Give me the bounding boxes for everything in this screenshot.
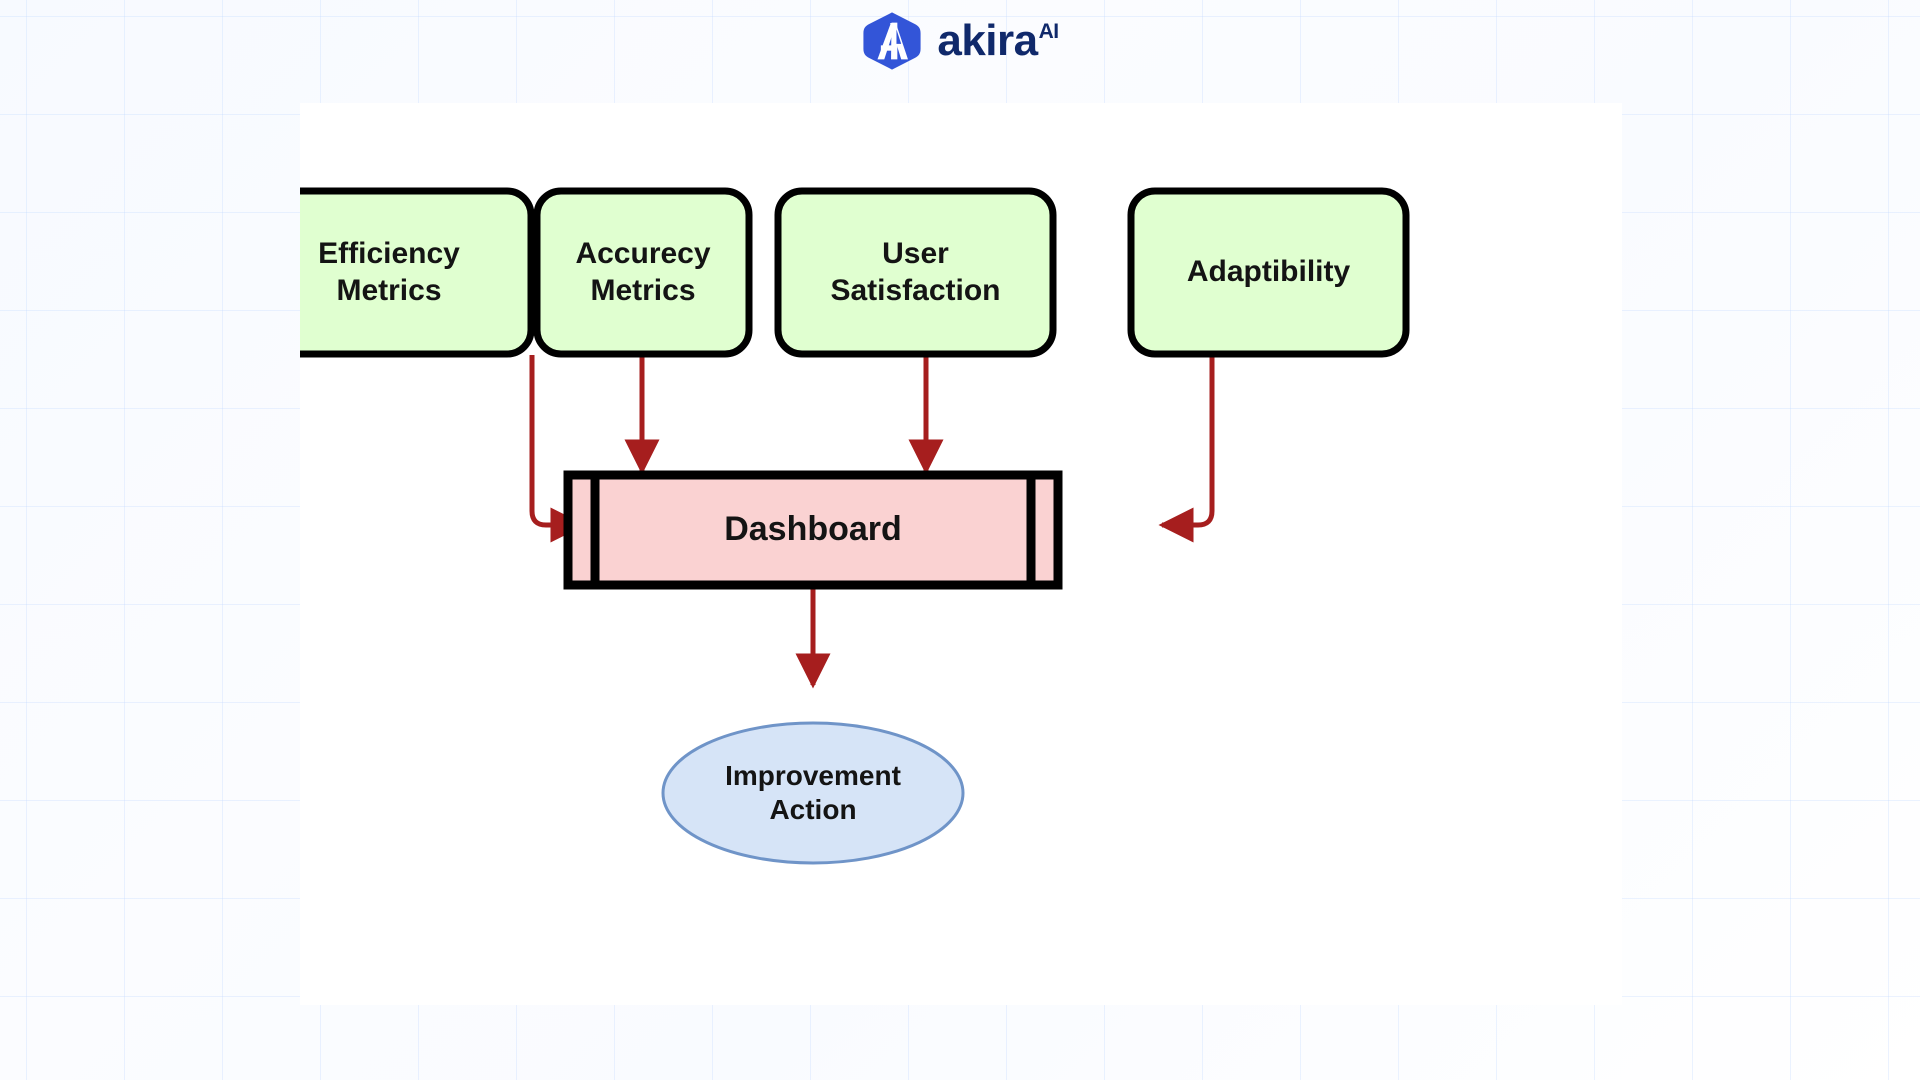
brand-header: akira AI	[0, 6, 1920, 76]
node-accuracy-metrics[interactable]	[533, 187, 753, 358]
akira-hexagon-logo-icon	[863, 12, 921, 70]
brand-superscript: AI	[1038, 20, 1060, 43]
node-adaptibility[interactable]	[1127, 187, 1410, 358]
node-improvement-action[interactable]	[661, 721, 965, 865]
brand-wordmark: akira AI	[937, 16, 1060, 65]
edge-adaptibility-to-dashboard	[1158, 355, 1215, 543]
node-dashboard[interactable]	[563, 470, 1063, 590]
diagram-canvas: Efficiency Metrics Accurecy Metrics User…	[300, 103, 1622, 1005]
node-user-satisfaction[interactable]	[774, 187, 1057, 358]
edge-efficiency-to-dashboard	[529, 355, 586, 543]
node-efficiency-metrics[interactable]	[300, 187, 535, 358]
brand-name: akira	[937, 16, 1038, 65]
flowchart-svg	[300, 187, 1410, 865]
